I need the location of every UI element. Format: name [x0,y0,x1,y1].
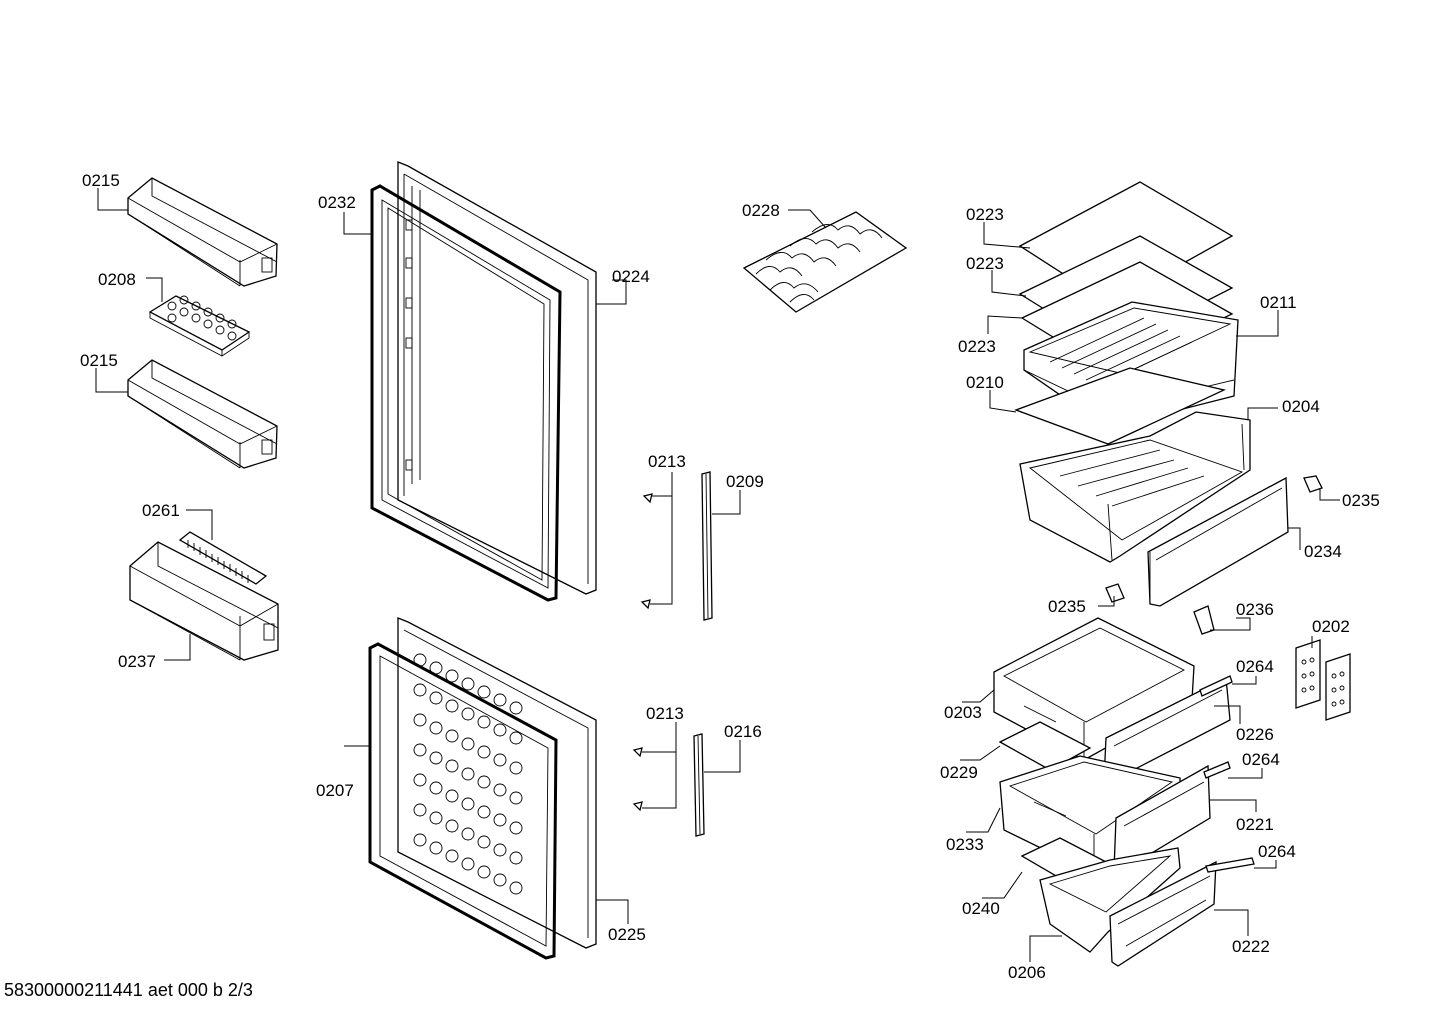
label-0208[interactable]: 0208 [98,270,136,289]
door-dimple-pattern [413,653,523,895]
label-0232[interactable]: 0232 [318,193,356,212]
label-0206[interactable]: 0206 [1008,963,1046,982]
screw-upper-2[interactable] [640,599,651,610]
label-0209[interactable]: 0209 [726,472,764,491]
crisper-drawer-upper[interactable] [1019,411,1251,563]
label-0235-left[interactable]: 0235 [1048,597,1086,616]
label-0215-middle[interactable]: 0215 [80,351,118,370]
label-0223-middle[interactable]: 0223 [966,254,1004,273]
freezer-door-lower[interactable] [397,617,597,949]
door-gasket-upper[interactable] [370,184,562,602]
door-bin-bottle[interactable] [129,541,279,661]
label-0207[interactable]: 0207 [316,781,354,800]
egg-tray[interactable] [148,295,251,357]
hinge-strip-lower[interactable] [693,733,705,837]
label-0261[interactable]: 0261 [142,501,180,520]
front-handle-strip-2[interactable] [1203,761,1231,779]
part-labels: 0215 0208 0215 0261 0237 0232 0224 0207 … [80,171,1380,982]
front-handle-strip-3[interactable] [1205,857,1255,873]
drawer-cover-plate[interactable] [1014,367,1226,445]
bottle-wine-rack[interactable] [742,211,908,313]
hinge-strip-upper[interactable] [701,471,713,621]
label-0228[interactable]: 0228 [742,201,780,220]
label-0222[interactable]: 0222 [1232,937,1270,956]
freezer-front-lower[interactable] [1109,860,1217,967]
label-0225[interactable]: 0225 [608,925,646,944]
screw-lower-1[interactable] [632,747,643,758]
cold-accumulator-2[interactable] [1325,653,1351,721]
door-bin-middle[interactable] [127,359,278,469]
door-bin-upper[interactable] [127,177,278,287]
front-handle-strip-1[interactable] [1199,675,1233,697]
label-0213-lower[interactable]: 0213 [646,704,684,723]
cold-accumulator-1[interactable] [1295,639,1321,709]
screw-upper-1[interactable] [642,493,653,504]
label-0235-right[interactable]: 0235 [1342,491,1380,510]
label-0240[interactable]: 0240 [962,899,1000,918]
label-0226[interactable]: 0226 [1236,725,1274,744]
document-footer-code: 58300000211441 aet 000 b 2/3 [4,980,253,1000]
label-0223-top[interactable]: 0223 [966,205,1004,224]
label-0237[interactable]: 0237 [118,652,156,671]
label-0211[interactable]: 0211 [1260,293,1297,312]
label-0229[interactable]: 0229 [940,763,978,782]
label-0216[interactable]: 0216 [724,722,762,741]
label-0203[interactable]: 0203 [944,703,982,722]
label-0215-upper[interactable]: 0215 [82,171,120,190]
label-0223-bottom[interactable]: 0223 [958,337,996,356]
label-0224[interactable]: 0224 [612,267,650,286]
leader-lines [95,188,1340,962]
bottle-divider-rack[interactable] [178,531,268,585]
crisper-front-panel[interactable] [1147,476,1289,607]
label-0233[interactable]: 0233 [946,835,984,854]
clip-left[interactable] [1105,583,1125,603]
label-0234[interactable]: 0234 [1304,542,1342,561]
label-0264-bottom[interactable]: 0264 [1258,842,1296,861]
door-gasket-lower[interactable] [368,642,558,960]
fridge-door-upper[interactable] [397,161,597,595]
label-0236[interactable]: 0236 [1236,600,1274,619]
label-0221[interactable]: 0221 [1236,815,1274,834]
label-0264-middle[interactable]: 0264 [1242,750,1280,769]
screw-lower-2[interactable] [632,801,643,812]
clip-right[interactable] [1303,475,1323,493]
label-0202[interactable]: 0202 [1312,617,1350,636]
label-0213-upper[interactable]: 0213 [648,452,686,471]
label-0264-top[interactable]: 0264 [1236,657,1274,676]
freezer-separator-1[interactable] [998,721,1092,771]
label-0204[interactable]: 0204 [1282,397,1320,416]
label-0210[interactable]: 0210 [966,373,1004,392]
